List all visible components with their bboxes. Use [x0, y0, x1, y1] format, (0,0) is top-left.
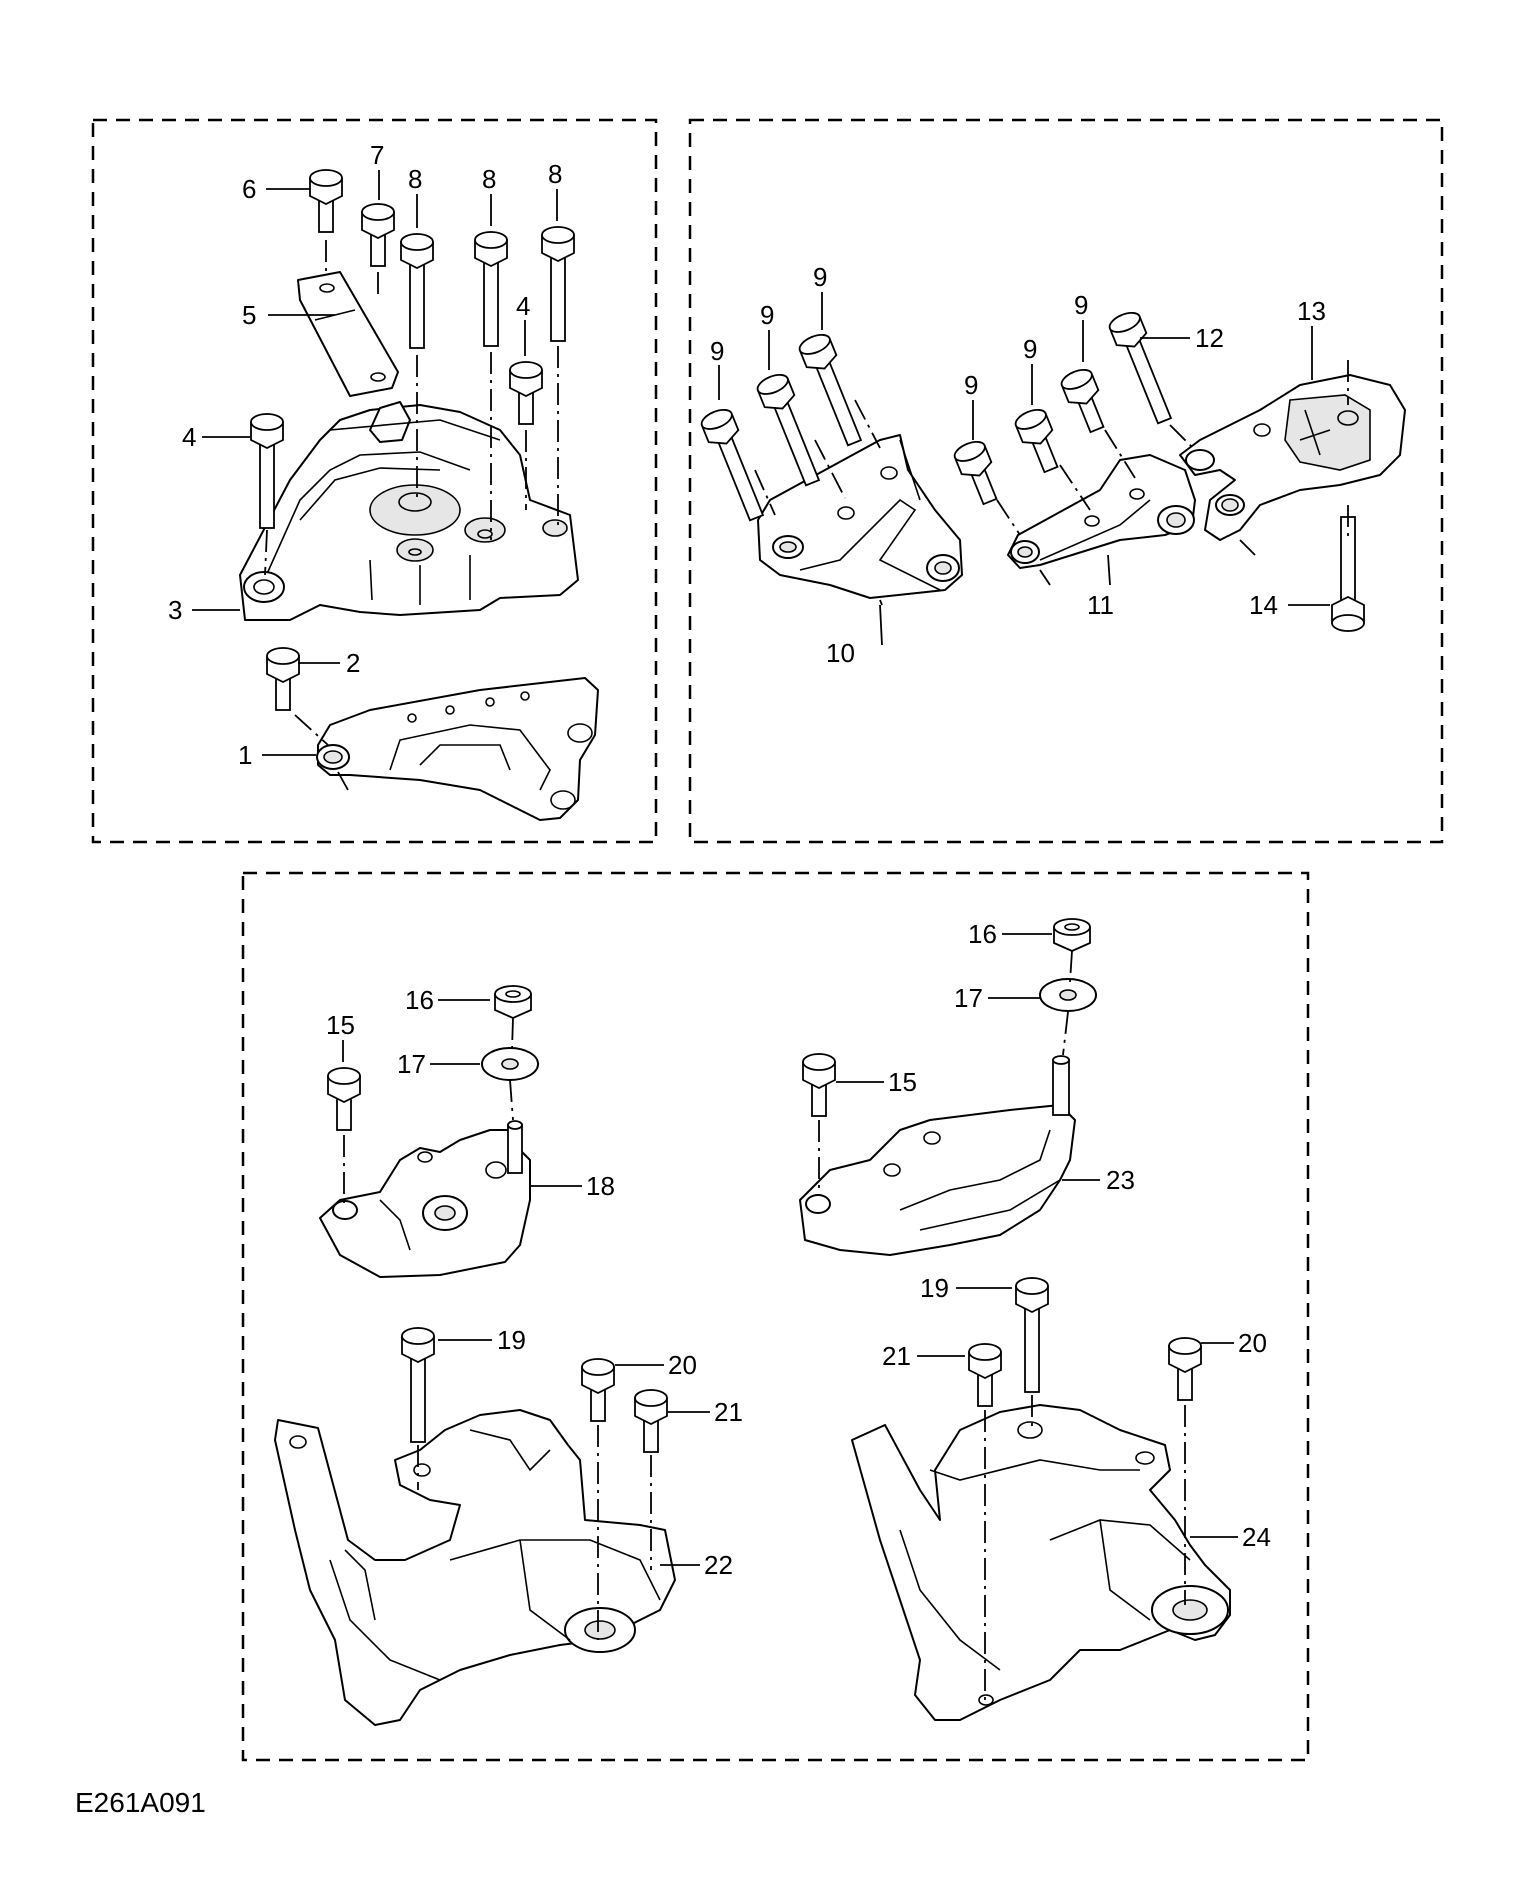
part-8-bolt [541, 226, 575, 342]
figure-reference-code: E261A091 [75, 1787, 206, 1818]
callout-label: 9 [964, 370, 978, 400]
callout-label: 13 [1297, 296, 1326, 326]
callout-label: 9 [760, 300, 774, 330]
callout-label: 9 [813, 262, 827, 292]
part-24-mount [851, 1404, 1231, 1721]
part-16-nut [494, 985, 532, 1019]
part-21-bolt [634, 1389, 668, 1453]
part-9-bolt [1012, 405, 1067, 477]
part-9-bolt [1058, 365, 1113, 437]
part-7-bolt [361, 203, 395, 267]
callout-label: 17 [397, 1049, 426, 1079]
callout-label: 12 [1195, 323, 1224, 353]
callout-label: 16 [405, 985, 434, 1015]
callout-label: 19 [497, 1325, 526, 1355]
callout-label: 3 [168, 595, 182, 625]
callout-label: 21 [882, 1341, 911, 1371]
part-8-bolt [474, 231, 508, 347]
callout-label: 20 [1238, 1328, 1267, 1358]
callout-label: 4 [516, 291, 530, 321]
part-9-bolt [796, 330, 871, 450]
part-13-torque-rod [1179, 374, 1406, 541]
callout-label: 8 [548, 159, 562, 189]
callout-label: 9 [710, 336, 724, 366]
callout-label: 5 [242, 300, 256, 330]
group-frame-upper-right [688, 118, 1444, 844]
part-9-bolt [698, 405, 773, 525]
callout-label: 2 [346, 648, 360, 678]
part-9-bolt [754, 370, 829, 490]
part-18-bracket [319, 1120, 531, 1278]
callout-label: 15 [326, 1010, 355, 1040]
part-15-bolt [327, 1067, 361, 1131]
callout-label: 18 [586, 1171, 615, 1201]
part-11-link [1007, 454, 1196, 569]
callouts-upper-left: 6 7 8 8 8 5 4 4 3 2 1 [168, 140, 562, 770]
callout-label: 19 [920, 1273, 949, 1303]
part-20-bolt [581, 1358, 615, 1422]
callout-label: 17 [954, 983, 983, 1013]
part-22-mount [274, 1409, 676, 1726]
engine-mount-assembly-upper-left [239, 169, 599, 821]
part-19-bolt [401, 1327, 435, 1443]
group-frame-lower [241, 871, 1310, 1762]
mount-assembly-upper-right [698, 308, 1406, 632]
callout-label: 23 [1106, 1165, 1135, 1195]
part-9-bolt [951, 437, 1006, 509]
callout-label: 9 [1023, 334, 1037, 364]
callout-label: 7 [370, 140, 384, 170]
part-2-bolt [266, 647, 300, 711]
part-12-bolt [1106, 308, 1181, 428]
part-8-bolt [400, 233, 434, 349]
mount-assembly-lower [274, 918, 1231, 1726]
part-17-washer [481, 1047, 539, 1081]
part-3-engine-mount [239, 401, 579, 621]
part-23-bracket [799, 1055, 1076, 1256]
group-frame-upper-left [91, 118, 658, 844]
part-10-bracket [757, 434, 963, 599]
callout-label: 8 [408, 164, 422, 194]
part-19-bolt [1015, 1277, 1049, 1393]
callout-label: 20 [668, 1350, 697, 1380]
part-1-bracket [316, 677, 599, 821]
callout-label: 4 [182, 422, 196, 452]
part-6-bolt [309, 169, 343, 233]
callout-label: 16 [968, 919, 997, 949]
callout-label: 9 [1074, 290, 1088, 320]
part-15-bolt [802, 1053, 836, 1117]
part-4-bolt [509, 361, 543, 425]
part-20-bolt [1168, 1337, 1202, 1401]
part-16-nut [1053, 918, 1091, 952]
part-17-washer [1039, 978, 1097, 1012]
part-21-bolt [968, 1343, 1002, 1407]
callout-label: 14 [1249, 590, 1278, 620]
callout-label: 11 [1087, 590, 1114, 620]
callout-label: 6 [242, 174, 256, 204]
callouts-lower: 15 16 17 18 19 20 21 22 15 16 17 19 20 2… [326, 919, 1271, 1580]
part-5-bracket [297, 271, 399, 397]
callout-label: 8 [482, 164, 496, 194]
callout-label: 21 [714, 1397, 743, 1427]
callout-label: 22 [704, 1550, 733, 1580]
callout-label: 15 [888, 1067, 917, 1097]
callout-label: 10 [826, 638, 855, 668]
callout-label: 24 [1242, 1522, 1271, 1552]
callout-label: 1 [238, 740, 252, 770]
callouts-upper-right: 9 9 9 9 9 9 12 13 14 10 11 [710, 262, 1330, 668]
